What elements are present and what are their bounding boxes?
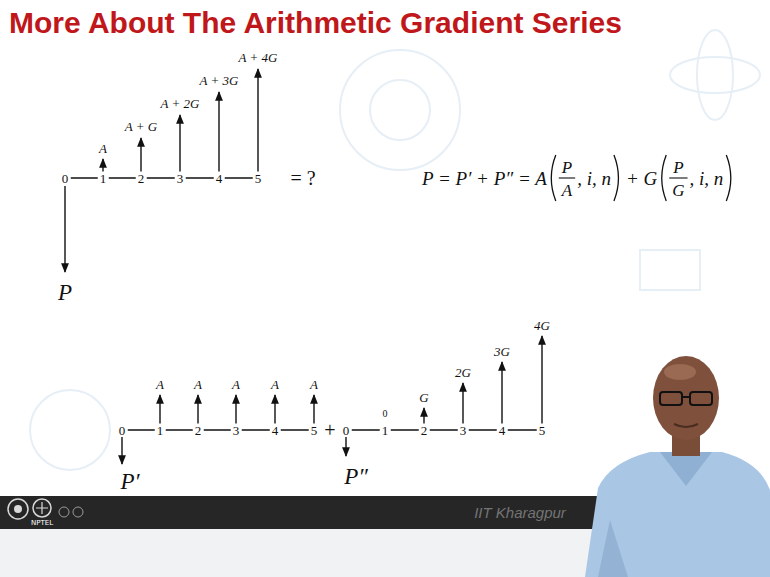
cash-flow-label: 4G	[532, 319, 552, 332]
period-number: 1	[380, 424, 391, 437]
cash-flow-label: A + G	[123, 120, 159, 133]
cash-flow-label: A	[192, 378, 204, 391]
slide-title: More About The Arithmetic Gradient Serie…	[9, 6, 622, 41]
period-number: 4	[270, 424, 281, 437]
plus-sign: +	[324, 420, 335, 440]
formula-fraction: P	[562, 159, 572, 176]
formula-part: , i, n	[690, 169, 724, 188]
period-number: 4	[214, 172, 225, 185]
period-number: 5	[253, 172, 264, 185]
formula-marks	[551, 155, 731, 201]
cash-flow-label: A + 2G	[159, 97, 202, 110]
presenter	[585, 356, 770, 577]
fraction-bar	[669, 177, 687, 178]
parenthesis	[726, 155, 731, 201]
cash-flow-label: A	[154, 378, 166, 391]
fraction-bar	[559, 177, 575, 178]
cash-flow-label: A	[230, 378, 242, 391]
top-cash-flow	[65, 69, 258, 272]
period-number: 4	[497, 424, 508, 437]
formula-fraction: A	[562, 182, 572, 199]
cash-flow-label: A	[308, 378, 320, 391]
cash-flow-label: 0	[383, 409, 388, 419]
formula-part: + G	[626, 169, 657, 188]
uniform-cash-flow	[122, 395, 314, 464]
formula-part: , i, n	[577, 169, 611, 188]
formula-fraction: G	[672, 182, 684, 199]
watermark	[30, 30, 760, 470]
period-number: 5	[309, 424, 320, 437]
formula-part: P = P′ + P″ = A	[422, 169, 547, 188]
cash-flow-label: 3G	[492, 345, 512, 358]
period-number: 5	[537, 424, 548, 437]
present-worth-label: P″	[344, 465, 368, 488]
gradient-cash-flow	[346, 336, 542, 456]
equals-question: = ?	[290, 168, 315, 188]
logo-caption: NPTEL	[31, 520, 53, 527]
cash-flow-label: A	[269, 378, 281, 391]
period-number: 2	[419, 424, 430, 437]
period-number: 0	[117, 424, 128, 437]
present-worth-label: P′	[120, 470, 139, 493]
parenthesis	[614, 155, 619, 201]
period-number: 2	[136, 172, 147, 185]
cash-flow-label: A + 4G	[237, 51, 280, 64]
period-number: 0	[60, 172, 71, 185]
period-number: 3	[458, 424, 469, 437]
cash-flow-label: A + 3G	[198, 74, 241, 87]
period-number: 1	[155, 424, 166, 437]
cash-flow-label: A	[97, 142, 109, 155]
period-number: 3	[175, 172, 186, 185]
formula-fraction: P	[673, 159, 683, 176]
parenthesis	[551, 155, 556, 201]
cash-flow-label: G	[417, 391, 430, 404]
period-number: 2	[193, 424, 204, 437]
present-worth-label: P	[58, 281, 72, 304]
parenthesis	[662, 155, 667, 201]
cash-flow-label: 2G	[453, 366, 473, 379]
period-number: 1	[98, 172, 109, 185]
period-number: 0	[341, 424, 352, 437]
watermark-text: IIT Kharagpur	[474, 505, 566, 520]
period-number: 3	[231, 424, 242, 437]
